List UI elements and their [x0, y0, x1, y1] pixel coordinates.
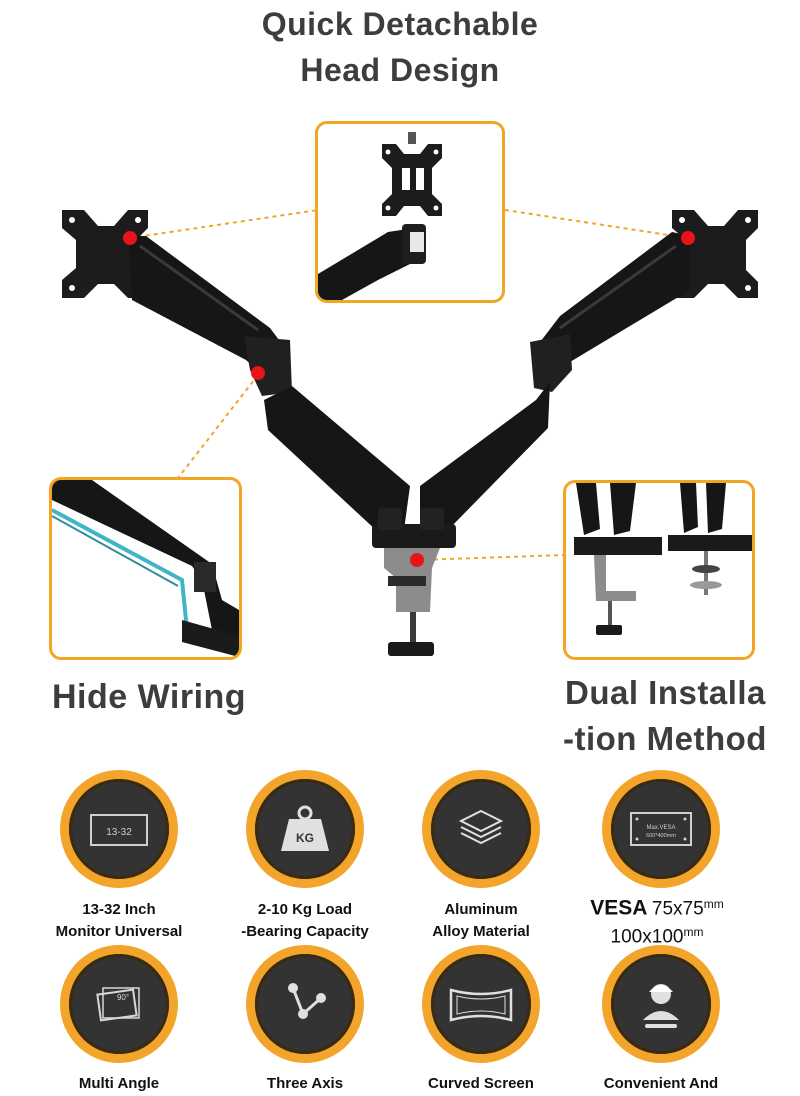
feature-label-line-2: Alloy Material [432, 923, 530, 940]
vesa-plate-icon: Max.VESA 600*400mm [630, 812, 692, 846]
feature-badge [422, 945, 540, 1063]
feature-badge: KG [246, 770, 364, 888]
feature-label-line-1: 13-32 Inch [82, 901, 156, 918]
dual-monitor-arm-illustration [62, 209, 758, 656]
vesa-size-1: 75x75 [651, 898, 704, 920]
title-line-2: Head Design [300, 52, 500, 88]
installation-methods-panel [563, 480, 755, 660]
dual-installation-heading-line-1: Dual Installa [565, 674, 766, 711]
feature-label-line-1: 2-10 Kg Load [257, 901, 353, 918]
title-line-1: Quick Detachable [261, 6, 539, 42]
right-upper-arm [534, 232, 690, 382]
vesa-label: VESA [590, 896, 648, 920]
feature-label-line-1: Convenient And [603, 1075, 719, 1092]
feature-label-line-1: Three Axis [266, 1075, 344, 1092]
three-axis-icon [288, 983, 326, 1019]
curved-screen-icon [449, 988, 513, 1022]
right-elbow-joint [530, 334, 572, 392]
svg-text:Max.VESA: Max.VESA [646, 825, 675, 831]
left-lower-arm [264, 386, 410, 532]
vesa-unit: mm [683, 925, 704, 940]
feature-badge [422, 770, 540, 888]
feature-badge [246, 945, 364, 1063]
vesa-unit: mm [703, 897, 724, 911]
feature-label-line-1: Curved Screen [428, 1075, 534, 1092]
rotation-angle-icon: 90° [96, 987, 140, 1022]
weight-icon: KG [281, 805, 329, 851]
left-elbow-joint [244, 336, 292, 396]
right-lower-arm [420, 382, 550, 532]
svg-text:90°: 90° [117, 993, 129, 1002]
feature-badge: 13-32 [60, 770, 178, 888]
vesa-size-label: VESA 75x75mm 100x100mm [562, 893, 752, 950]
hidden-wiring-illustration [52, 480, 239, 657]
vesa-size-2: 100x100 [610, 926, 684, 948]
technician-icon [643, 984, 679, 1028]
feature-label-line-1: Aluminum [444, 901, 518, 918]
aluminum-layers-icon [458, 809, 504, 845]
callout-lines [129, 209, 689, 561]
feature-label-line-2: Monitor Universal [55, 923, 183, 940]
quick-release-head-illustration [318, 132, 442, 300]
svg-text:600*400mm: 600*400mm [646, 833, 676, 839]
hidden-wiring-detail-panel [49, 477, 242, 660]
svg-text:KG: KG [296, 831, 314, 845]
clamp-and-grommet-illustration [574, 483, 752, 635]
desk-clamp [384, 548, 440, 640]
feature-badge [602, 945, 720, 1063]
left-upper-arm [128, 236, 282, 380]
hide-wiring-heading: Hide Wiring [52, 678, 247, 716]
feature-badge: Max.VESA 600*400mm [602, 770, 720, 888]
highlight-markers [123, 231, 695, 567]
feature-badge: 90° [60, 945, 178, 1063]
feature-label-line-2: -Bearing Capacity [241, 923, 369, 940]
screen-size-icon: 13-32 [90, 814, 148, 846]
feature-label-line-1: Multi Angle [78, 1075, 160, 1092]
svg-text:13-32: 13-32 [106, 827, 132, 838]
quick-release-detail-panel [315, 121, 505, 303]
dual-installation-heading-line-2: -tion Method [563, 720, 767, 757]
